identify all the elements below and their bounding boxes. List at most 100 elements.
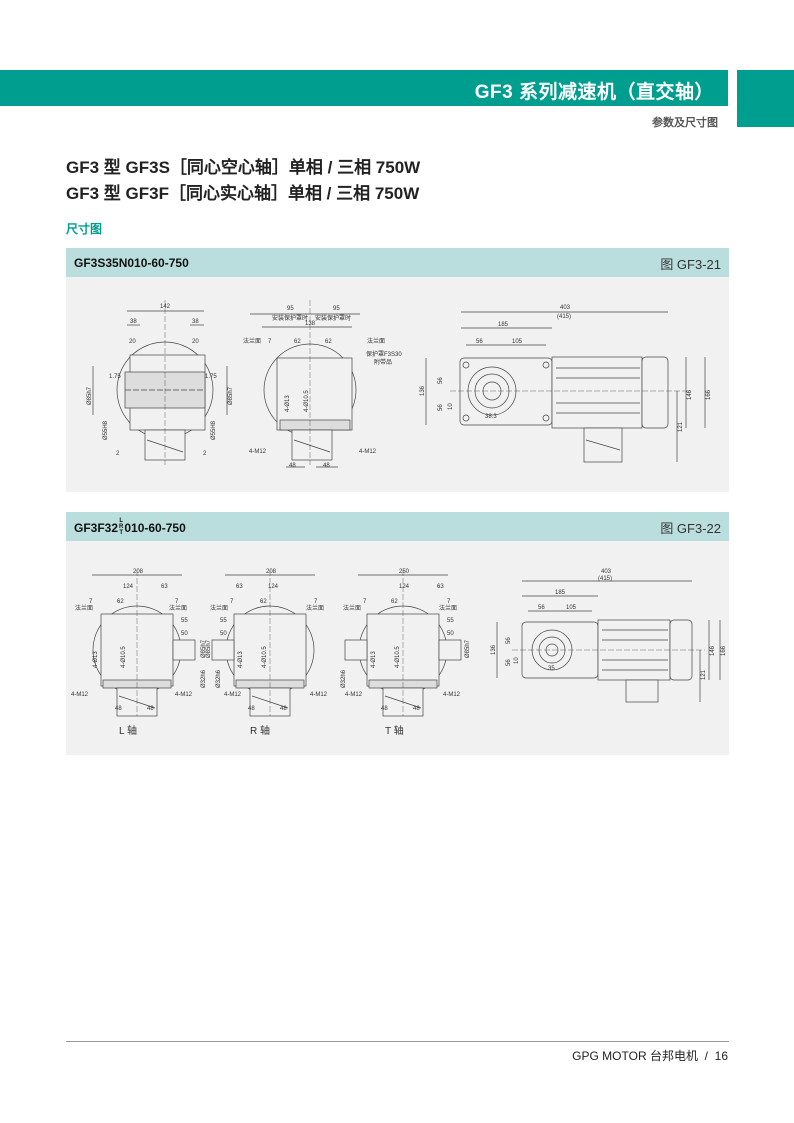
dim-label: 185	[555, 590, 566, 596]
dim-label: 4-M12	[310, 692, 328, 698]
dim-label: 63	[161, 584, 168, 590]
dim-label: Ø85h7	[201, 639, 207, 658]
dim-label: 62	[260, 599, 267, 605]
dim-label: 2	[203, 451, 207, 457]
dim-label: 136	[491, 644, 497, 655]
dim-label: 4-Ø10.5	[395, 646, 401, 668]
dimension-drawing-gf3-22: 208 124 63 7 62 7 法兰面 法兰面 55 50 Ø85h7 Ø3…	[71, 569, 727, 737]
dim-label: 4-Ø10.5	[304, 390, 310, 412]
front-view-hollow-shaft	[92, 300, 228, 465]
footer-divider	[66, 1041, 729, 1042]
dim-label: 50	[181, 631, 188, 637]
dim-label: 56	[538, 605, 545, 611]
dim-label: 62	[294, 339, 301, 345]
dim-label: 105	[566, 605, 577, 611]
model-prefix: GF3F32	[74, 521, 119, 536]
dim-label: 105	[512, 339, 523, 345]
dim-label: 38	[192, 319, 199, 325]
variant-r: R	[119, 524, 124, 530]
dim-label: 7	[314, 599, 318, 605]
header-tab	[737, 70, 794, 127]
view-caption: T 轴	[385, 724, 404, 737]
variant-l: L	[119, 518, 124, 524]
flange-note: 法兰面	[439, 604, 457, 612]
accessory-note: 附带品	[374, 358, 392, 366]
dim-label: Ø55H8	[103, 420, 109, 440]
dim-label: 4-Ø13	[238, 651, 244, 668]
dim-label: 20	[129, 339, 136, 345]
dim-label: 48	[248, 706, 255, 712]
motor-side-view	[496, 580, 721, 703]
footer-separator: /	[704, 1049, 708, 1063]
dim-label: (415)	[598, 576, 612, 582]
dim-label: 4-M12	[345, 692, 363, 698]
motor-side-view	[425, 311, 706, 463]
product-title-1: GF3 型 GF3S［同心空心轴］单相 / 三相 750W	[66, 158, 421, 177]
dim-label: 7	[268, 339, 272, 345]
dim-label: 7	[175, 599, 179, 605]
dim-label: 7	[89, 599, 93, 605]
dim-label: 63	[236, 584, 243, 590]
model-suffix: 010-60-750	[124, 521, 186, 536]
dim-label: 146	[710, 645, 716, 656]
section-heading: 尺寸图	[66, 222, 103, 236]
dim-label: 56	[506, 659, 512, 666]
dim-label: 62	[325, 339, 332, 345]
dim-label: Ø32h6	[341, 669, 347, 688]
dim-label: (415)	[557, 314, 571, 320]
side-view-hollow-shaft	[250, 300, 360, 468]
dim-label: 48	[381, 706, 388, 712]
dim-label: 62	[391, 599, 398, 605]
header-title: GF3 系列减速机（直交轴）	[474, 82, 714, 103]
flange-note: 法兰面	[306, 604, 324, 612]
dim-label: 4-Ø10.5	[121, 646, 127, 668]
dim-label: 124	[123, 584, 134, 590]
dim-label: 4-M12	[249, 449, 267, 455]
view-caption: L 轴	[119, 724, 137, 737]
dim-label: 56	[438, 404, 444, 411]
front-view-t-shaft: 250 124 63 7 62 7 法兰面 法兰面 55 50 Ø85h7 Ø3…	[341, 569, 471, 737]
dim-label: 4-M12	[175, 692, 193, 698]
dim-label: 166	[706, 389, 712, 400]
dim-label: 142	[160, 304, 171, 310]
dim-label: 4-Ø10.5	[262, 646, 268, 668]
flange-note: 法兰面	[169, 604, 187, 612]
dim-label: 48	[280, 706, 287, 712]
dim-label: 50	[447, 631, 454, 637]
figure-panel-gf3-21: GF3S35N010-60-750 图 GF3-21	[66, 248, 729, 492]
footer-brand: GPG MOTOR 台邦电机	[572, 1049, 698, 1063]
dim-note: 安装保护罩时	[315, 314, 351, 322]
flange-note: 法兰面	[243, 337, 261, 345]
dim-label: 403	[601, 569, 612, 575]
dim-label: 4-Ø13	[285, 395, 291, 412]
dim-label: 1.75	[205, 374, 217, 380]
cover-note: 保护罩F3S30	[366, 350, 402, 358]
dim-label: 95	[333, 306, 340, 312]
page-number: 16	[714, 1049, 728, 1063]
dim-label: 4-M12	[443, 692, 461, 698]
dim-label: 35	[548, 666, 555, 672]
dim-label: 250	[399, 569, 410, 575]
footer: GPG MOTOR 台邦电机 / 16	[572, 1047, 728, 1064]
dim-label: 146	[687, 389, 693, 400]
flange-note: 法兰面	[75, 604, 93, 612]
dim-label: 48	[289, 463, 296, 469]
dim-label: 55	[447, 618, 454, 624]
dim-label: 136	[420, 385, 426, 396]
dim-label: 4-Ø13	[93, 651, 99, 668]
dim-label: Ø85h7	[206, 639, 212, 658]
front-view-r-shaft: 208 124 63 7 62 7 法兰面 法兰面 55 50 Ø85h7 Ø3…	[206, 569, 328, 737]
front-view-l-shaft: 208 124 63 7 62 7 法兰面 法兰面 55 50 Ø85h7 Ø3…	[71, 569, 207, 737]
dim-label: 10	[514, 657, 520, 664]
dim-label: 38.3	[485, 414, 497, 420]
dim-label: 121	[701, 669, 707, 680]
dim-label: Ø85h7	[87, 386, 93, 405]
dim-label: 4-M12	[71, 692, 89, 698]
header-subtitle: 参数及尺寸图	[652, 117, 718, 129]
dim-label: 55	[181, 618, 188, 624]
figure-number: 图 GF3-22	[660, 521, 721, 536]
